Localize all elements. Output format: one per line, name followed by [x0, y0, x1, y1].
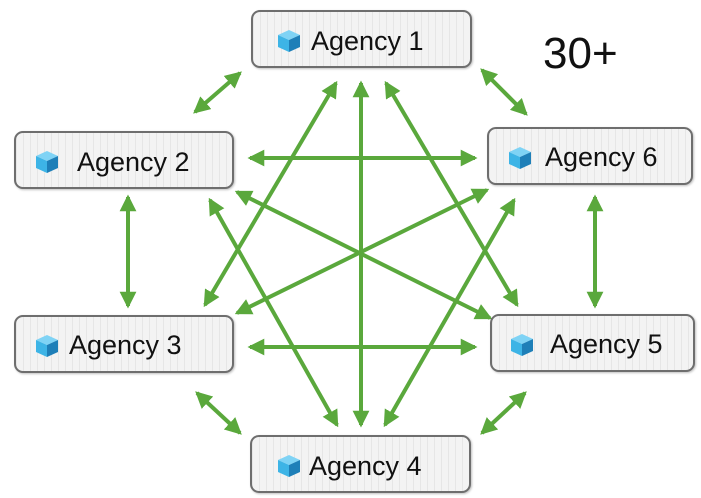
server-cube-icon [511, 334, 533, 356]
agency-count-label: 30+ [543, 29, 618, 78]
connection-arrows [119, 68, 604, 435]
agency-2-node[interactable]: Agency 2 [14, 131, 234, 189]
arrow-5-4 [480, 391, 527, 435]
arrow-6-3 [234, 188, 490, 315]
arrow-1-5 [384, 80, 519, 308]
server-cube-icon [278, 455, 300, 477]
agency-2-label: Agency 2 [77, 147, 190, 177]
server-cube-icon [278, 30, 300, 52]
arrow-3-4 [195, 391, 242, 435]
arrow-1-6 [480, 68, 528, 116]
agency-1-label: Agency 1 [311, 26, 424, 56]
server-cube-icon [509, 147, 531, 169]
arrow-2-5 [234, 190, 493, 320]
arrow-6-4 [383, 197, 516, 428]
agency-1-node[interactable]: Agency 1 [251, 10, 472, 68]
arrow-1-2 [193, 71, 242, 114]
agency-5-label: Agency 5 [550, 329, 663, 359]
agency-4-node[interactable]: Agency 4 [250, 435, 471, 493]
agency-4-label: Agency 4 [309, 451, 422, 481]
agency-3-node[interactable]: Agency 3 [14, 315, 234, 373]
server-cube-icon [36, 151, 58, 173]
arrow-1-3 [203, 80, 338, 308]
agency-6-node[interactable]: Agency 6 [487, 127, 693, 185]
server-cube-icon [36, 335, 58, 357]
agency-6-label: Agency 6 [545, 142, 658, 172]
agency-3-label: Agency 3 [69, 330, 182, 360]
agency-5-node[interactable]: Agency 5 [490, 314, 695, 372]
